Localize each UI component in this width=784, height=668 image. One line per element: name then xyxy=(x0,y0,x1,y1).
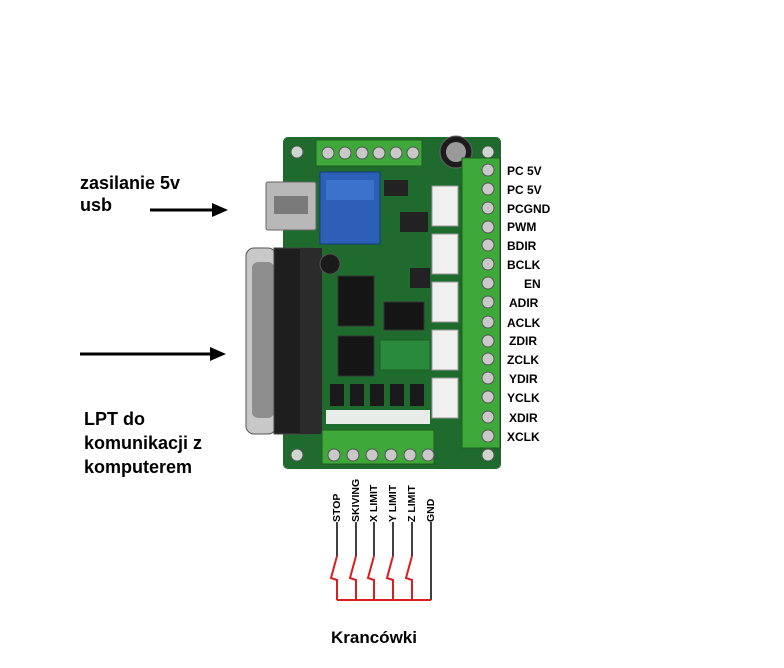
lpt-label-line2: komunikacji z xyxy=(84,433,203,453)
pin-label: PC 5V xyxy=(507,183,542,197)
switches-title: Krancówki xyxy=(331,628,417,647)
header-connector xyxy=(431,185,459,227)
header-connector xyxy=(431,329,459,371)
pin-label: ADIR xyxy=(509,296,539,310)
ic-chip xyxy=(337,335,375,377)
pin-label: PCGND xyxy=(507,202,551,216)
pin-label: YDIR xyxy=(509,372,538,386)
pin-label: PWM xyxy=(507,220,537,234)
limit-input-label: STOP xyxy=(331,493,343,522)
lpt-arrow xyxy=(80,347,226,361)
header-connector xyxy=(431,281,459,323)
power-label-line1: zasilanie 5v xyxy=(80,173,181,193)
switch-wires xyxy=(336,522,432,600)
pin-label: PC 5V xyxy=(507,164,542,178)
pin-label: ZCLK xyxy=(507,353,539,367)
pin-label: EN xyxy=(524,277,541,291)
limit-input-label: GND xyxy=(425,498,437,522)
limit-input-label: Z LIMIT xyxy=(406,485,418,522)
pin-label: BDIR xyxy=(507,239,537,253)
pin-label: ZDIR xyxy=(509,334,537,348)
header-connector xyxy=(431,233,459,275)
lpt-label-line3: komputerem xyxy=(84,457,193,477)
limit-switches xyxy=(329,555,431,601)
pin-label: YCLK xyxy=(507,391,540,405)
pin-label: ACLK xyxy=(507,316,541,330)
usb-arrow xyxy=(150,203,228,217)
limit-input-label: X LIMIT xyxy=(368,484,380,522)
pin-label: XDIR xyxy=(509,411,538,425)
pin-label: XCLK xyxy=(507,430,540,444)
limit-input-label: SKIVING xyxy=(350,478,362,522)
pin-label: BCLK xyxy=(507,258,541,272)
limit-input-label: Y LIMIT xyxy=(387,484,399,522)
header-connector xyxy=(431,377,459,419)
power-label-line2: usb xyxy=(80,195,113,215)
lpt-label-line1: LPT do xyxy=(84,409,145,429)
ic-chip xyxy=(337,275,375,327)
